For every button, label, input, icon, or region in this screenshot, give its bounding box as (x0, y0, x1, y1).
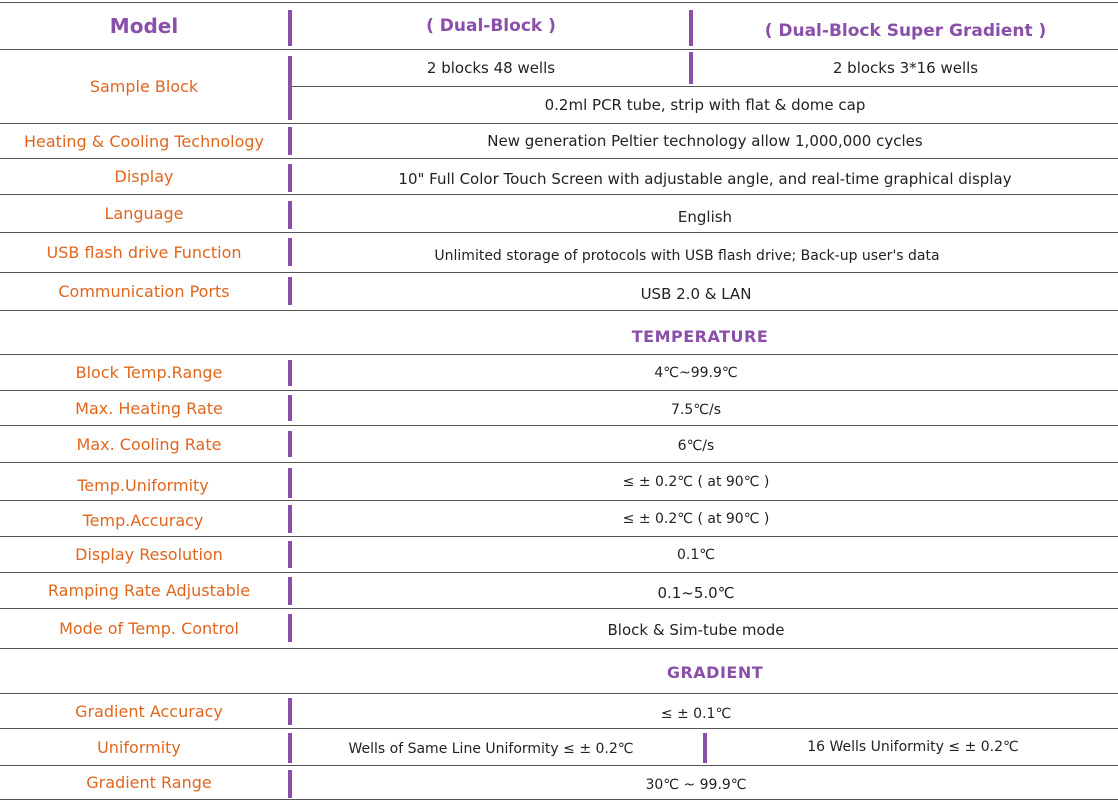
heating-cooling-label: Heating & Cooling Technology (24, 131, 264, 151)
column-divider (288, 431, 292, 457)
display-label: Display (114, 167, 174, 186)
uniformity-dual: Wells of Same Line Uniformity ≤ ± 0.2℃ (348, 741, 634, 757)
rule (0, 648, 1118, 649)
sample-block-tube: 0.2ml PCR tube, strip with flat & dome c… (544, 96, 866, 114)
rule (0, 728, 1118, 729)
temp-row-label: Block Temp.Range (75, 363, 223, 382)
column-divider (703, 733, 707, 763)
rule (0, 49, 1118, 50)
temp-row-label: Ramping Rate Adjustable (47, 581, 251, 600)
uniformity-label: Uniformity (97, 737, 181, 757)
display-value: 10" Full Color Touch Screen with adjusta… (398, 169, 1012, 188)
column-divider (288, 577, 292, 605)
rule (290, 86, 1118, 87)
rule (0, 2, 1118, 3)
rule (0, 232, 1118, 233)
temp-row-value: ≤ ± 0.2℃ ( at 90℃ ) (622, 510, 770, 527)
column-divider (288, 238, 292, 266)
heating-cooling-value: New generation Peltier technology allow … (487, 132, 923, 150)
rule (0, 500, 1118, 501)
column-divider (288, 468, 292, 498)
rule (0, 272, 1118, 273)
column-divider (288, 277, 292, 305)
column-divider (689, 10, 693, 46)
rule (0, 608, 1118, 609)
rule (0, 390, 1118, 391)
sample-block-dual: 2 blocks 48 wells (426, 59, 556, 77)
temp-row-value: 4℃~99.9℃ (654, 364, 738, 381)
gradient-section-title: GRADIENT (666, 662, 764, 682)
rule (0, 536, 1118, 537)
gradient-accuracy-value: ≤ ± 0.1℃ (660, 706, 732, 722)
gradient-range-value: 30℃ ~ 99.9℃ (645, 776, 747, 793)
rule (0, 123, 1118, 124)
language-value: English (677, 208, 733, 226)
column-divider (288, 10, 292, 46)
rule (0, 572, 1118, 573)
language-label: Language (104, 203, 184, 223)
temp-row-value: 7.5℃/s (671, 402, 721, 418)
column-divider (288, 698, 292, 725)
temp-row-value: ≤ ± 0.2℃ ( at 90℃ ) (622, 473, 770, 490)
column-divider (288, 614, 292, 642)
usb-label: USB flash drive Function (46, 243, 242, 262)
temp-row-label: Temp.Accuracy (82, 510, 204, 530)
temp-row-value: 0.1℃ (677, 547, 715, 563)
sample-block-super: 2 blocks 3*16 wells (832, 59, 979, 77)
gradient-accuracy-label: Gradient Accuracy (75, 701, 223, 721)
rule (0, 158, 1118, 159)
ports-label: Communication Ports (58, 282, 230, 301)
rule (0, 310, 1118, 311)
column-divider (288, 201, 292, 229)
temp-row-label: Mode of Temp. Control (59, 619, 239, 638)
column-divider (288, 541, 292, 568)
column-divider (288, 505, 292, 533)
sample-block-label: Sample Block (89, 77, 199, 96)
temp-row-label: Temp.Uniformity (77, 475, 209, 495)
temp-row-label: Max. Heating Rate (75, 398, 223, 418)
rule (0, 693, 1118, 694)
temp-row-value: 6℃/s (677, 438, 715, 454)
temperature-section-title: TEMPERATURE (631, 326, 769, 346)
temp-row-label: Display Resolution (75, 544, 223, 564)
super-gradient-header: ( Dual-Block Super Gradient ) (764, 21, 1047, 41)
model-header: Model (109, 14, 179, 38)
column-divider (288, 770, 292, 798)
column-divider (288, 164, 292, 192)
temp-row-value: 0.1~5.0℃ (657, 583, 735, 602)
rule (0, 425, 1118, 426)
column-divider (288, 395, 292, 421)
column-divider (689, 52, 693, 84)
column-divider (288, 733, 292, 763)
column-divider (288, 56, 292, 120)
uniformity-super: 16 Wells Uniformity ≤ ± 0.2℃ (807, 739, 1019, 755)
rule (0, 194, 1118, 195)
ports-value: USB 2.0 & LAN (640, 284, 752, 303)
rule (0, 462, 1118, 463)
column-divider (288, 360, 292, 386)
usb-value: Unlimited storage of protocols with USB … (434, 247, 940, 264)
temp-row-value: Block & Sim-tube mode (607, 620, 785, 639)
rule (0, 354, 1118, 355)
temp-row-label: Max. Cooling Rate (76, 434, 222, 454)
rule (0, 765, 1118, 766)
dual-block-header: ( Dual-Block ) (426, 16, 556, 36)
gradient-range-label: Gradient Range (86, 773, 212, 792)
column-divider (288, 127, 292, 155)
